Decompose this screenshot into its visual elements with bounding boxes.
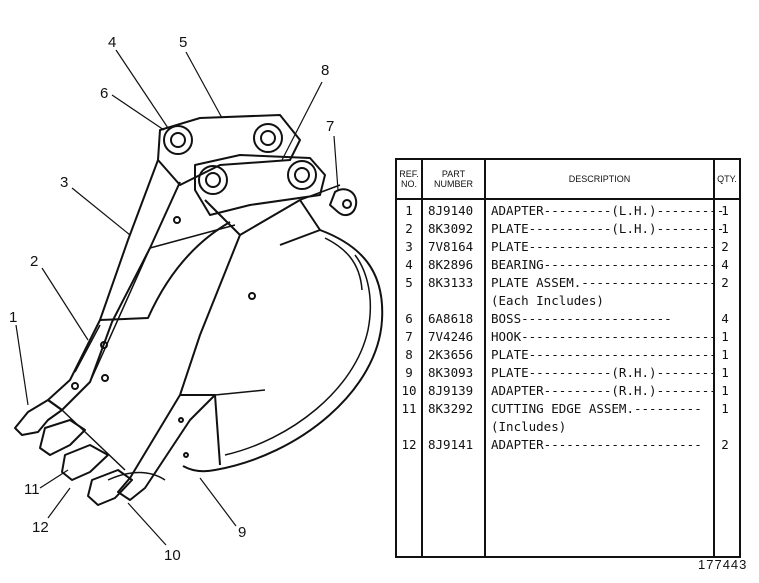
- part-number-cell: 2K3656: [428, 347, 474, 362]
- qty-cell: 1: [721, 221, 729, 236]
- qty-cell: 1: [721, 365, 729, 380]
- part-number-cell: 8J9141: [428, 437, 474, 452]
- top-plate-left: [157, 114, 301, 186]
- header-part-number: PART NUMBER: [423, 160, 484, 200]
- ref-cell: 12: [401, 437, 417, 452]
- callout-3: 3: [60, 174, 69, 191]
- part-number-cell: 8K3292: [428, 401, 474, 416]
- callout-7: 7: [326, 118, 335, 135]
- callout-4: 4: [108, 34, 117, 51]
- description-cell: PLATE-----------(R.H.)--------: [491, 365, 717, 380]
- description-cell: PLATE-------------------------: [491, 347, 717, 362]
- table-row: 9 8K3093 PLATE-----------(R.H.)-------- 1: [397, 364, 739, 382]
- table-row: 12 8J9141 ADAPTER--------------------- 2: [397, 436, 739, 454]
- header-description: DESCRIPTION: [486, 160, 713, 200]
- boss-right-1: [198, 165, 228, 195]
- ref-cell: 6: [405, 311, 413, 326]
- part-number-cell: 8J9139: [428, 383, 474, 398]
- adapter-1: [14, 399, 63, 436]
- qty-cell: 2: [721, 239, 729, 254]
- part-number-cell: 7V8164: [428, 239, 474, 254]
- qty-cell: 1: [721, 347, 729, 362]
- description-cell: BOSS--------------------: [491, 311, 672, 326]
- description-cell: BEARING-----------------------: [491, 257, 717, 272]
- callout-11: 11: [24, 481, 40, 498]
- callout-9: 9: [238, 524, 247, 541]
- qty-cell: 2: [721, 275, 729, 290]
- table-row: 7 7V4246 HOOK-------------------------- 1: [397, 328, 739, 346]
- part-number-cell: 8K3133: [428, 275, 474, 290]
- part-number-cell: 8K3093: [428, 365, 474, 380]
- adapter-10: [87, 469, 133, 506]
- callout-2: 2: [30, 253, 39, 270]
- table-row: (Includes): [397, 418, 739, 436]
- callout-6: 6: [100, 85, 109, 102]
- table-row: 8 2K3656 PLATE------------------------- 1: [397, 346, 739, 364]
- boss-left-1: [163, 125, 193, 155]
- qty-cell: 4: [721, 257, 729, 272]
- table-row: 2 8K3092 PLATE-----------(L.H.)---------1: [397, 220, 739, 238]
- ref-cell: 9: [405, 365, 413, 380]
- part-number-cell: 8J9140: [428, 203, 474, 218]
- ref-cell: 4: [405, 257, 413, 272]
- part-number-cell: 8K3092: [428, 221, 474, 236]
- qty-cell: 1: [721, 383, 729, 398]
- header-qty: QTY.: [715, 160, 739, 200]
- ref-cell: 11: [401, 401, 417, 416]
- table-row: 5 8K3133 PLATE ASSEM.------------------ 2: [397, 274, 739, 292]
- bucket-shell: [182, 229, 384, 473]
- qty-cell: 1: [721, 203, 729, 218]
- qty-cell: 1: [721, 329, 729, 344]
- table-row: 11 8K3292 CUTTING EDGE ASSEM.--------- 1: [397, 400, 739, 418]
- description-cell: PLATE-----------(L.H.)---------: [491, 221, 725, 236]
- header-ref-no: REF. NO.: [397, 160, 421, 200]
- part-number-cell: 7V4246: [428, 329, 474, 344]
- boss-right-2: [287, 160, 317, 190]
- description-cell: CUTTING EDGE ASSEM.---------: [491, 401, 702, 416]
- ref-cell: 10: [401, 383, 417, 398]
- ref-cell: 5: [405, 275, 413, 290]
- description-cell: PLATE ASSEM.------------------: [491, 275, 717, 290]
- qty-cell: 1: [721, 401, 729, 416]
- hook: [329, 188, 358, 217]
- qty-cell: 2: [721, 437, 729, 452]
- left-side-plate: [47, 159, 181, 411]
- description-cell: ADAPTER---------------------: [491, 437, 702, 452]
- ref-cell: 1: [405, 203, 413, 218]
- adapter-12b: [61, 444, 109, 481]
- qty-cell: 4: [721, 311, 729, 326]
- ref-cell: 3: [405, 239, 413, 254]
- callout-8: 8: [321, 62, 330, 79]
- table-row: 4 8K2896 BEARING----------------------- 4: [397, 256, 739, 274]
- table-row: 10 8J9139 ADAPTER---------(R.H.)-------- 1: [397, 382, 739, 400]
- table-row: 3 7V8164 PLATE------------------------- 2: [397, 238, 739, 256]
- part-number-cell: 6A8618: [428, 311, 474, 326]
- description-cell: (Includes): [491, 419, 567, 434]
- description-cell: (Each Includes): [491, 293, 604, 308]
- boss-left-2: [253, 123, 283, 153]
- ref-cell: 8: [405, 347, 413, 362]
- right-side-plate: [117, 199, 241, 501]
- callout-5: 5: [179, 34, 188, 51]
- ref-cell: 2: [405, 221, 413, 236]
- ref-cell: 7: [405, 329, 413, 344]
- adapter-12a: [39, 419, 86, 456]
- table-row: (Each Includes): [397, 292, 739, 310]
- top-plate-right: [194, 154, 326, 216]
- description-cell: HOOK--------------------------: [491, 329, 717, 344]
- description-cell: ADAPTER---------(L.H.)---------: [491, 203, 725, 218]
- bucket-shell-inner: [324, 237, 363, 291]
- figure-number: 177443: [698, 557, 748, 572]
- callout-10: 10: [164, 547, 181, 564]
- table-row: 6 6A8618 BOSS-------------------- 4: [397, 310, 739, 328]
- part-number-cell: 8K2896: [428, 257, 474, 272]
- callout-12: 12: [32, 519, 49, 536]
- callout-1: 1: [9, 309, 18, 326]
- description-cell: PLATE-------------------------: [491, 239, 717, 254]
- description-cell: ADAPTER---------(R.H.)--------: [491, 383, 717, 398]
